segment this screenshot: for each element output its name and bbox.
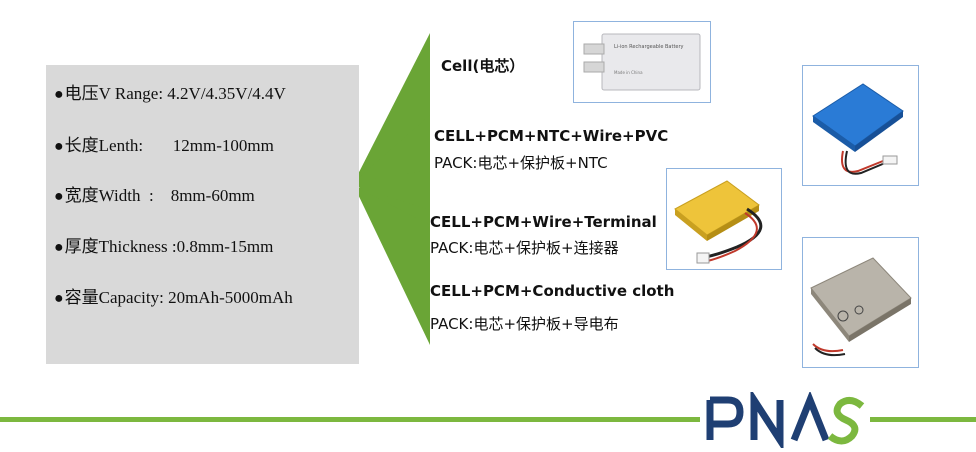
spec-voltage: ●电压V Range: 4.2V/4.35V/4.4V	[54, 79, 286, 104]
cloth-battery-illustration	[810, 257, 912, 357]
spec-capacity-text: 容量Capacity: 20mAh-5000mAh	[64, 288, 293, 307]
option-cell: Cell(电芯）	[441, 57, 525, 75]
option-pvc-title: CELL+PCM+NTC+Wire+PVC	[434, 127, 669, 145]
spec-thickness-text: 厚度Thickness :0.8mm-15mm	[64, 237, 274, 256]
bullet-icon: ●	[54, 239, 64, 256]
option-cloth-pack: PACK:电芯+保护板+导电布	[430, 315, 619, 333]
spec-panel: ●电压V Range: 4.2V/4.35V/4.4V ●长度Lenth: 12…	[46, 65, 359, 364]
spec-voltage-text: 电压V Range: 4.2V/4.35V/4.4V	[64, 84, 286, 103]
cell-illustration: Li-ion Rechargeable Battery Made in Chin…	[583, 33, 701, 91]
footer-line-right	[870, 417, 976, 422]
fan-arrow-top	[354, 33, 430, 258]
blue-battery-illustration	[812, 83, 904, 175]
cell-label-text: Li-ion Rechargeable Battery	[614, 44, 684, 50]
spec-thickness: ●厚度Thickness :0.8mm-15mm	[54, 232, 273, 257]
spec-capacity: ●容量Capacity: 20mAh-5000mAh	[54, 283, 293, 308]
option-terminal-pack: PACK:电芯+保护板+连接器	[430, 239, 619, 257]
bullet-icon: ●	[54, 290, 64, 307]
bullet-icon: ●	[54, 86, 64, 103]
option-pvc-pack: PACK:电芯+保护板+NTC	[434, 154, 608, 172]
spec-length-text: 长度Lenth: 12mm-100mm	[64, 136, 274, 155]
fan-arrow-upper	[354, 115, 430, 182]
option-cloth-title: CELL+PCM+Conductive cloth	[430, 282, 675, 300]
spec-length: ●长度Lenth: 12mm-100mm	[54, 131, 274, 156]
cell-photo: Li-ion Rechargeable Battery Made in Chin…	[573, 21, 711, 103]
cloth-battery-photo	[802, 237, 919, 368]
spec-width: ●宽度Width : 8mm-60mm	[54, 181, 255, 206]
blue-battery-photo	[802, 65, 919, 186]
option-terminal-title: CELL+PCM+Wire+Terminal	[430, 213, 657, 231]
yellow-battery-photo	[666, 168, 782, 270]
pnas-logo	[706, 392, 865, 448]
yellow-battery-illustration	[674, 180, 763, 264]
fan-arrow-bottom	[354, 186, 430, 345]
spec-width-text: 宽度Width : 8mm-60mm	[64, 186, 255, 205]
cell-made-text: Made in China	[614, 70, 643, 75]
footer-line-left	[0, 417, 700, 422]
bullet-icon: ●	[54, 138, 64, 155]
bullet-icon: ●	[54, 188, 64, 205]
